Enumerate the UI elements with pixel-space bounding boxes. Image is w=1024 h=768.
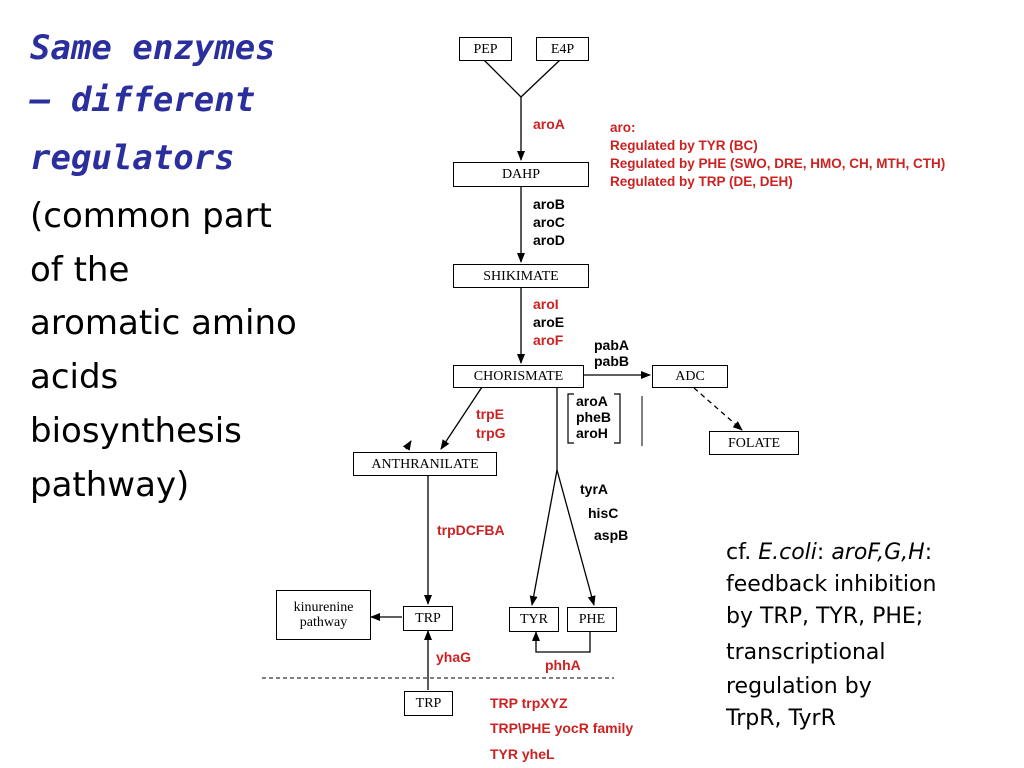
node-chorismate: CHORISMATE [453,365,584,388]
subtitle-line-1: (common part [30,196,272,236]
enzyme-trpE: trpE [476,406,504,422]
adc-to-folate-arrow [693,387,743,431]
enzyme-tyrA: tyrA [580,481,609,497]
node-tyr: TYR [509,607,559,632]
kynurenine-label-1: kinurenine [293,600,354,615]
pep-to-junction-line [483,59,522,98]
node-dahp: DAHP [453,162,589,187]
title-line-2: – different [30,80,256,120]
node-shikimate: SHIKIMATE [453,264,589,288]
enzyme-aspB: aspB [594,527,629,543]
enzyme-aroB: aroB [533,196,565,212]
subtitle-line-6: pathway) [30,465,190,505]
branch-to-phe-arrow [556,469,596,606]
aro-regulation-line-2: Regulated by PHE (SWO, DRE, HMO, CH, MTH… [610,156,946,171]
transporter-line-1: TRP trpXYZ [490,695,568,711]
enzyme-aroC: aroC [533,214,565,230]
enzyme-pabA: pabA [594,337,629,353]
subtitle-line-4: acids [30,357,119,397]
enzyme-phhA: phhA [545,657,581,673]
ecoli-note-cf: cf. [726,540,759,565]
ecoli-note-genes: aroF,G,H [831,540,925,565]
enzyme-aroI: aroI [533,296,559,312]
ecoli-note-line-3: by TRP, TYR, PHE; [726,604,924,629]
enzyme-aroA-branch: aroA [576,393,608,409]
enzyme-aroE: aroE [533,314,565,330]
aro-regulation-line-3: Regulated by TRP (DE, DEH) [610,174,793,189]
ecoli-note-line-1: cf. E.coli: aroF,G,H: [726,540,932,566]
node-pep: PEP [459,37,512,61]
subtitle-line-2: of the [30,250,130,290]
subtitle-line-5: biosynthesis [30,411,242,451]
aro-regulation-line-1: Regulated by TYR (BC) [610,138,758,153]
kynurenine-label-2: pathway [299,615,348,630]
ecoli-note-colon: : [816,540,832,565]
branch-to-tyr-arrow [529,469,558,606]
ecoli-note-line-6: TrpR, TyrR [726,706,836,731]
chorismate-to-anthranilate-arrow [440,386,483,450]
enzyme-bracket-right [614,393,621,444]
subtitle-line-3: aromatic amino [30,303,297,343]
title-line-1: Same enzymes [30,28,276,68]
enzyme-trpG: trpG [476,425,506,441]
aro-regulation-header: aro: [610,120,636,135]
e4p-to-junction-line [520,59,561,98]
enzyme-yhaG: yhaG [436,649,472,665]
node-kynurenine-pathway: kinurenine pathway [276,590,371,640]
title-line-3: regulators [30,138,235,178]
node-anthranilate: ANTHRANILATE [353,452,497,476]
ecoli-note-colon-2: : [924,540,933,565]
phe-to-tyr-arrow [532,630,591,653]
enzyme-bracket-left [567,393,574,444]
ecoli-note-organism: E.coli [758,540,817,565]
enzyme-pheB: pheB [576,409,611,425]
node-trp-external: TRP [404,691,453,716]
enzyme-aroA: aroA [533,116,565,132]
enzyme-trpDCFBA: trpDCFBA [437,522,505,538]
node-folate: FOLATE [709,431,799,455]
transporter-line-2: TRP\PHE yocR family [490,720,634,736]
enzyme-aroH: aroH [576,425,608,441]
node-e4p: E4P [536,37,589,61]
anthranilate-feedback-arrowhead [402,440,412,451]
enzyme-pabB: pabB [594,353,629,369]
transporter-line-3: TYR yheL [490,746,555,762]
node-adc: ADC [652,365,728,388]
ecoli-note-line-5: regulation by [726,674,872,699]
ecoli-note-line-2: feedback inhibition [726,572,937,597]
node-trp: TRP [403,606,453,631]
enzyme-aroD: aroD [533,232,565,248]
node-phe: PHE [567,607,617,632]
enzyme-hisC: hisC [588,505,619,521]
enzyme-aroF: aroF [533,332,564,348]
ecoli-note-line-4: transcriptional [726,640,886,665]
